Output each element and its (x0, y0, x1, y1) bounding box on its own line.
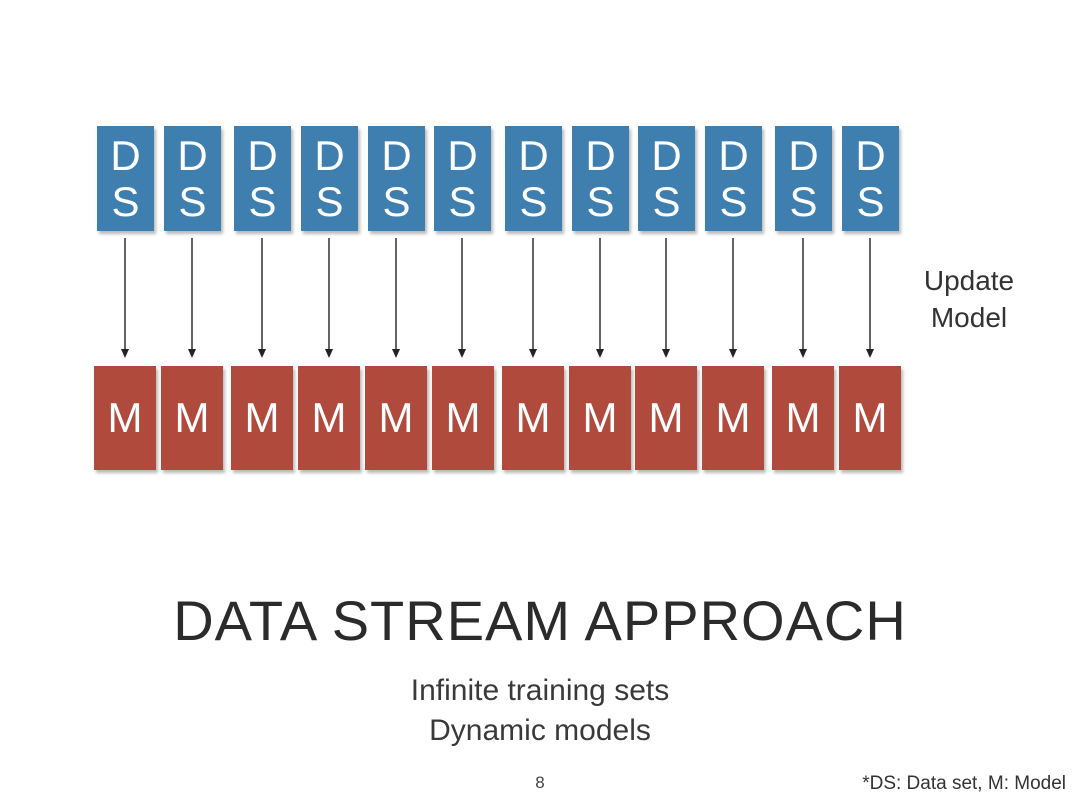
model-block: M (569, 366, 631, 470)
model-block: M (298, 366, 360, 470)
update-model-line-2: Model (930, 302, 1008, 333)
subtitle-line-2: Dynamic models (429, 714, 651, 747)
subtitle-line-1: Infinite training sets (410, 674, 670, 707)
update-model-label: Update Model (905, 262, 1033, 336)
data-set-block-letter-bottom: S (856, 177, 885, 225)
data-set-block-letter-top: D (651, 131, 682, 179)
data-set-block-letter-bottom: S (382, 177, 411, 225)
data-set-block-letter-bottom: S (586, 177, 615, 225)
data-set-block-letter-top: D (855, 131, 886, 179)
model-block: M (772, 366, 834, 470)
data-set-block-letter-bottom: S (248, 177, 277, 225)
model-block: M (432, 366, 494, 470)
update-model-line-1: Update (923, 265, 1015, 296)
data-set-block-letter-top: D (447, 131, 478, 179)
data-set-block-letter-top: D (518, 131, 549, 179)
model-block: M (635, 366, 697, 470)
data-set-block-letter-top: D (110, 131, 141, 179)
arrowhead (866, 349, 874, 358)
data-set-block-letter-bottom: S (719, 177, 748, 225)
arrowhead (121, 349, 129, 358)
data-set-block-letter-bottom: S (315, 177, 344, 225)
model-block: M (702, 366, 764, 470)
arrowhead (188, 349, 196, 358)
arrowhead (458, 349, 466, 358)
data-set-block-letter-bottom: S (789, 177, 818, 225)
footnote: *DS: Data set, M: Model (862, 773, 1066, 794)
data-set-block-letter-bottom: S (519, 177, 548, 225)
model-block: M (365, 366, 427, 470)
arrowhead (258, 349, 266, 358)
data-set-block-letter-top: D (177, 131, 208, 179)
arrowhead (529, 349, 537, 358)
arrowhead (325, 349, 333, 358)
arrowhead (662, 349, 670, 358)
model-block: M (161, 366, 223, 470)
data-set-block-letter-top: D (381, 131, 412, 179)
arrowhead (729, 349, 737, 358)
model-block: M (839, 366, 901, 470)
data-set-block-letter-bottom: S (448, 177, 477, 225)
model-block: M (94, 366, 156, 470)
page-number: 8 (535, 773, 545, 792)
data-set-block-letter-top: D (788, 131, 819, 179)
data-set-block-letter-bottom: S (178, 177, 207, 225)
data-set-block-letter-bottom: S (652, 177, 681, 225)
data-set-block-letter-bottom: S (111, 177, 140, 225)
data-set-block-letter-top: D (585, 131, 616, 179)
model-block: M (231, 366, 293, 470)
arrowhead (596, 349, 604, 358)
arrowhead (392, 349, 400, 358)
arrowhead (799, 349, 807, 358)
data-set-block-letter-top: D (718, 131, 749, 179)
data-set-block-letter-top: D (247, 131, 278, 179)
slide-title: DATA STREAM APPROACH (173, 589, 907, 652)
data-set-block-letter-top: D (314, 131, 345, 179)
model-block: M (502, 366, 564, 470)
